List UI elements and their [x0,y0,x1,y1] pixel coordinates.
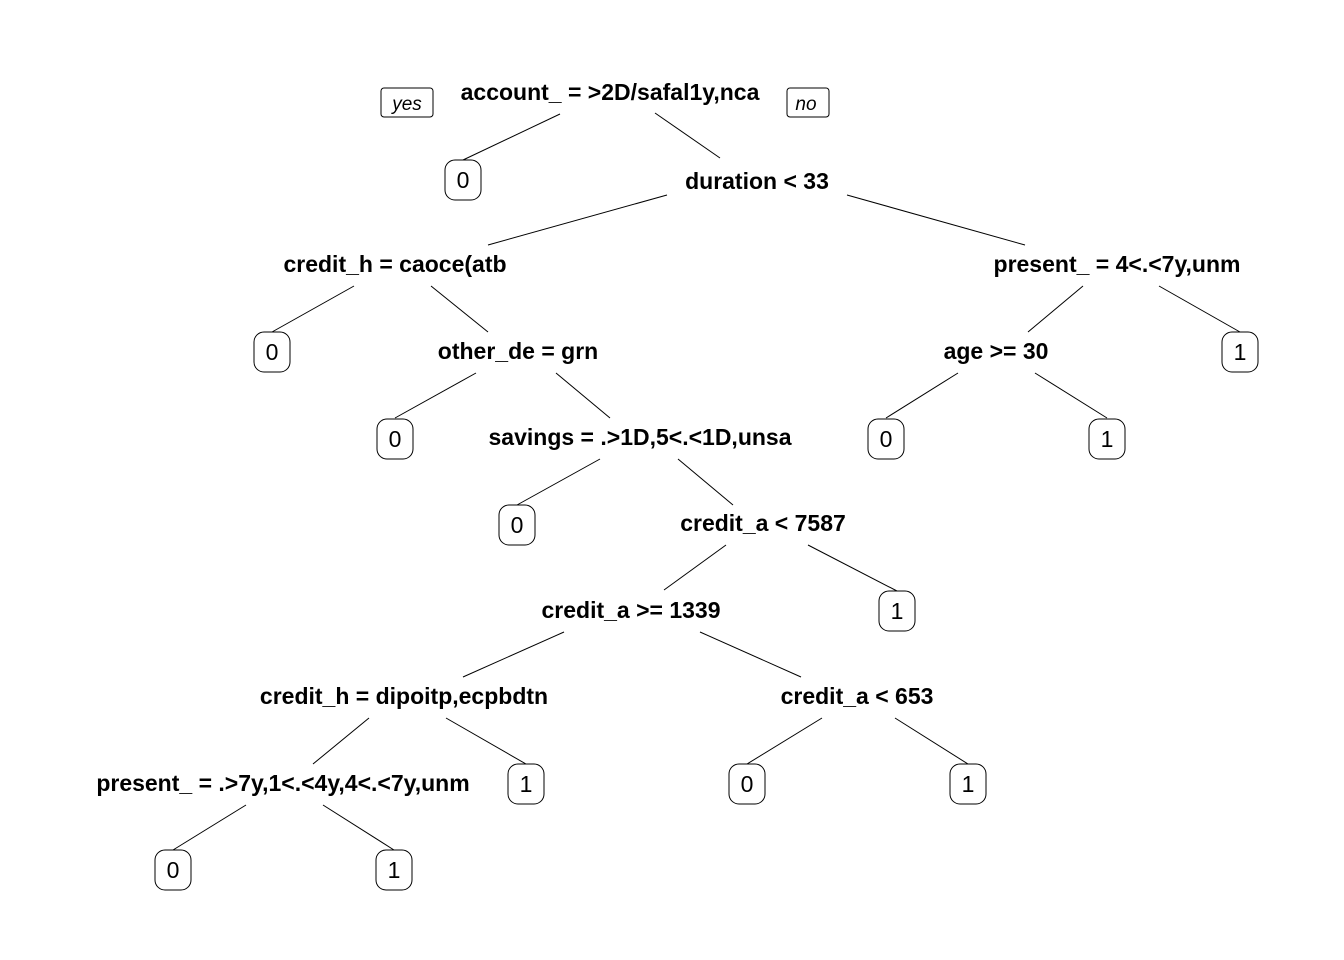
leaf-label: 0 [880,426,893,452]
tree-edge [746,717,823,765]
split-label: other_de = grn [438,338,598,364]
leaf-node: 1 [507,763,545,805]
tree-edge [312,717,370,765]
split-node: account_ = >2D/safal1y,nca [461,79,760,105]
leaf-label: 1 [1101,426,1114,452]
tree-edge [322,804,395,851]
leaf-box [728,763,766,805]
leaf-label: 0 [741,771,754,797]
split-label: account_ = >2D/safal1y,nca [461,79,760,105]
leaf-node: 0 [253,331,291,373]
leaf-label: 1 [388,857,401,883]
split-node: savings = .>1D,5<.<1D,unsa [489,424,792,450]
split-node: credit_a >= 1339 [541,597,720,623]
leaf-node: 0 [444,159,482,201]
no-label: no [795,94,816,115]
tree-edge [430,285,489,333]
tree-edges [172,112,1241,851]
split-node: credit_h = dipoitp,ecpbdtn [260,683,548,709]
tree-edge [462,631,565,678]
leaf-node: 0 [154,849,192,891]
split-node: age >= 30 [944,338,1049,364]
leaf-node: 1 [878,590,916,632]
leaf-node: 0 [867,418,905,460]
split-label: duration < 33 [685,168,829,194]
leaf-node: 1 [375,849,413,891]
tree-edge [516,458,601,506]
leaf-box [1088,418,1126,460]
split-label: credit_a < 7587 [680,510,846,536]
leaf-box [949,763,987,805]
leaf-box [444,159,482,201]
leaf-node: 1 [1088,418,1126,460]
tree-edge [1034,372,1108,419]
leaf-label: 1 [891,598,904,624]
tree-edge [894,717,969,765]
split-label: savings = .>1D,5<.<1D,unsa [489,424,792,450]
tree-edge [677,458,734,506]
no-badge: no [786,87,830,118]
tree-edge [846,194,1026,246]
leaf-label: 1 [1234,339,1247,365]
tree-edge [654,112,721,159]
split-node: other_de = grn [438,338,598,364]
yes-label: yes [390,94,422,115]
split-label: credit_a < 653 [781,683,934,709]
leaf-label: 0 [511,512,524,538]
leaf-box [498,504,536,546]
leaf-node: 0 [498,504,536,546]
tree-edge [462,113,561,161]
leaf-label: 1 [520,771,533,797]
tree-edge [487,194,668,246]
leaf-node: 1 [949,763,987,805]
leaf-label: 1 [962,771,975,797]
tree-edge [885,372,959,419]
leaf-node: 1 [1221,331,1259,373]
leaf-label: 0 [266,339,279,365]
split-label: credit_a >= 1339 [541,597,720,623]
split-label: present_ = .>7y,1<.<4y,4<.<7y,unm [96,770,469,796]
leaf-label: 0 [389,426,402,452]
leaf-box [507,763,545,805]
split-label: present_ = 4<.<7y,unm [994,251,1241,277]
tree-edge [663,544,727,591]
split-label: age >= 30 [944,338,1049,364]
leaf-box [1221,331,1259,373]
tree-edge [699,631,802,678]
tree-edge [394,372,477,419]
split-node: duration < 33 [685,168,829,194]
split-node: present_ = 4<.<7y,unm [994,251,1241,277]
leaf-node: 0 [728,763,766,805]
split-node: credit_a < 653 [781,683,934,709]
split-node: credit_h = caoce(atb [283,251,506,277]
split-label: credit_h = dipoitp,ecpbdtn [260,683,548,709]
tree-edge [172,804,247,851]
leaf-box [154,849,192,891]
tree-edge [271,285,355,333]
tree-edge [555,372,611,419]
leaf-node: 0 [376,418,414,460]
split-label: credit_h = caoce(atb [283,251,506,277]
tree-edge [1158,285,1241,333]
split-node: credit_a < 7587 [680,510,846,536]
tree-edge [445,717,527,765]
leaf-box [376,418,414,460]
tree-nodes: account_ = >2D/safal1y,nca 0 duration < 33… [96,79,1259,891]
tree-edge [807,544,898,592]
leaf-label: 0 [167,857,180,883]
leaf-box [867,418,905,460]
leaf-box [878,590,916,632]
tree-edge [1027,285,1084,333]
leaf-box [253,331,291,373]
yes-badge: yes [380,87,434,118]
leaf-box [375,849,413,891]
leaf-label: 0 [457,167,470,193]
split-node: present_ = .>7y,1<.<4y,4<.<7y,unm [96,770,469,796]
